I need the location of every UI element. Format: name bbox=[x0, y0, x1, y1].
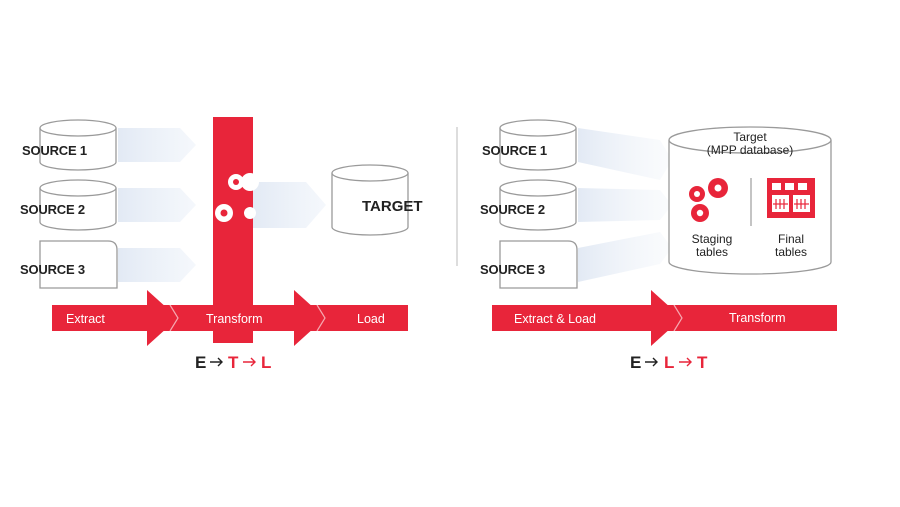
elt-formula-l: L bbox=[664, 353, 674, 372]
gear-icon bbox=[689, 178, 728, 222]
elt-formula: E L T bbox=[630, 353, 708, 372]
etl-formula-e: E bbox=[195, 353, 206, 372]
arrow-right-icon bbox=[210, 357, 223, 367]
etl-formula-t: T bbox=[228, 353, 239, 372]
etl-flow-chevrons bbox=[118, 128, 326, 282]
etl-source-2-cylinder: SOURCE 2 bbox=[20, 179, 117, 231]
arrow-right-icon bbox=[651, 290, 682, 346]
staging-label-line1: Staging bbox=[692, 232, 733, 246]
etl-source-2-label: SOURCE 2 bbox=[20, 202, 85, 217]
gear-icon bbox=[215, 173, 259, 222]
elt-stage-transform: Transform bbox=[729, 311, 786, 325]
arrow-right-icon bbox=[243, 357, 256, 367]
arrow-right-icon bbox=[147, 290, 178, 346]
etl-stage-extract: Extract bbox=[66, 312, 105, 326]
arrow-right-icon bbox=[645, 357, 658, 367]
elt-target-subtitle: (MPP database) bbox=[707, 143, 794, 157]
etl-target-label: TARGET bbox=[362, 198, 423, 215]
final-label-line2: tables bbox=[775, 245, 807, 259]
etl-source-3-document: SOURCE 3 bbox=[20, 240, 118, 289]
etl-source-1-label: SOURCE 1 bbox=[22, 143, 87, 158]
elt-flow-fan bbox=[578, 128, 672, 282]
elt-panel: SOURCE 1 SOURCE 2 SOURCE 3 Target (MPP d… bbox=[480, 119, 837, 372]
etl-stage-load: Load bbox=[357, 312, 385, 326]
elt-stage-extract-load: Extract & Load bbox=[514, 312, 596, 326]
elt-target-title: Target bbox=[733, 130, 767, 144]
etl-formula: E T L bbox=[195, 353, 271, 372]
elt-source-2-label: SOURCE 2 bbox=[480, 202, 545, 217]
etl-target-cylinder: TARGET bbox=[331, 164, 423, 236]
etl-formula-l: L bbox=[261, 353, 271, 372]
arrow-right-icon bbox=[294, 290, 325, 346]
elt-source-3-document: SOURCE 3 bbox=[480, 240, 578, 289]
elt-source-1-label: SOURCE 1 bbox=[482, 143, 547, 158]
etl-source-3-label: SOURCE 3 bbox=[20, 262, 85, 277]
elt-target-cylinder: Target (MPP database) Staging tables bbox=[668, 126, 832, 275]
elt-stage-band: Extract & Load Transform bbox=[492, 290, 837, 346]
elt-source-1-cylinder: SOURCE 1 bbox=[482, 119, 577, 171]
etl-stage-transform: Transform bbox=[206, 312, 263, 326]
elt-formula-e: E bbox=[630, 353, 641, 372]
table-grid-icon bbox=[767, 178, 815, 218]
etl-stage-band: Extract Transform Load bbox=[52, 290, 408, 346]
etl-source-1-cylinder: SOURCE 1 bbox=[22, 119, 117, 171]
elt-source-2-cylinder: SOURCE 2 bbox=[480, 179, 577, 231]
final-label-line1: Final bbox=[778, 232, 804, 246]
staging-label-line2: tables bbox=[696, 245, 728, 259]
arrow-right-icon bbox=[679, 357, 692, 367]
etl-panel: SOURCE 1 SOURCE 2 SOURCE 3 bbox=[20, 117, 423, 372]
elt-source-3-label: SOURCE 3 bbox=[480, 262, 545, 277]
elt-formula-t: T bbox=[697, 353, 708, 372]
